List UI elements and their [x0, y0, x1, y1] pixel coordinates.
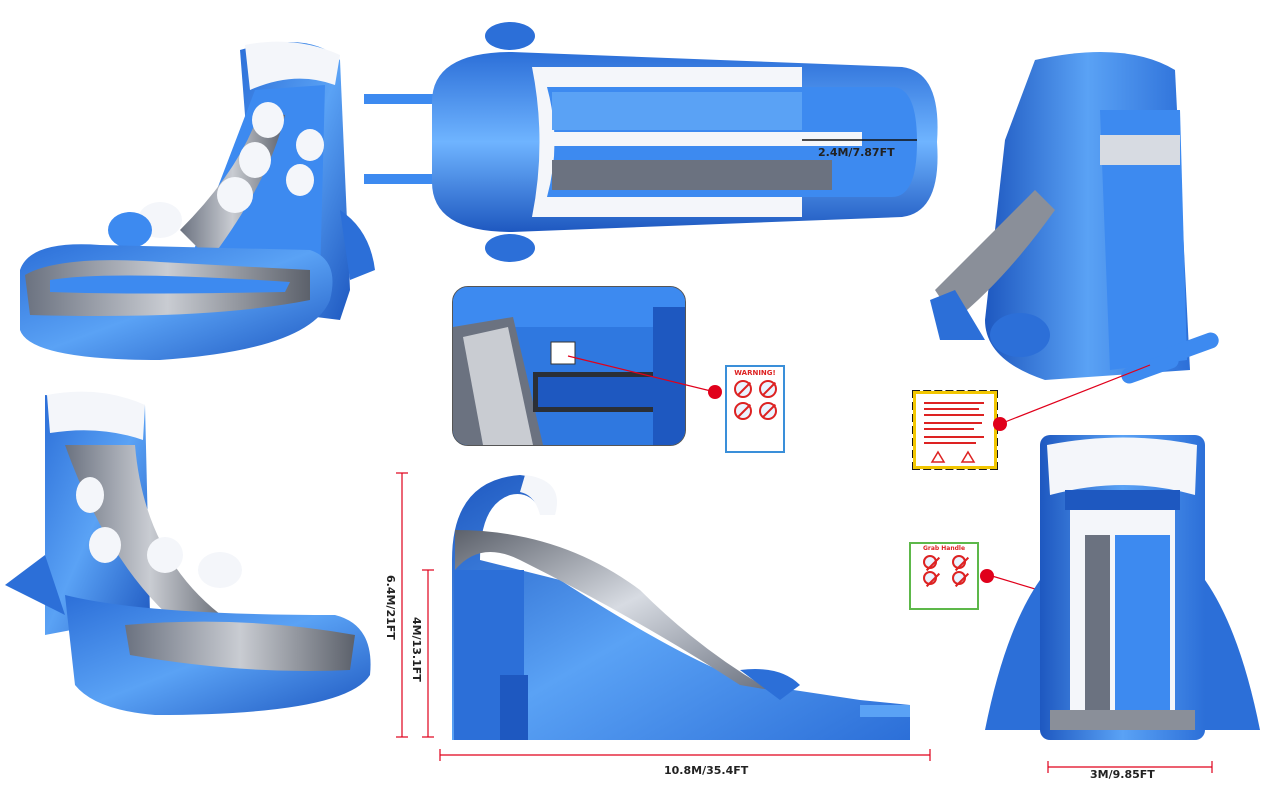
top-width-label: 2.4M/7.87FT [818, 146, 895, 159]
platform-height-label: 4M/13.1FT [410, 617, 423, 682]
slide-side-perspective-view [925, 40, 1270, 400]
slide-top-view [362, 12, 947, 272]
no-climbing-icon [758, 402, 777, 420]
no-flip-icon [733, 380, 752, 398]
slide-side-profile-view [440, 470, 930, 755]
front-width-label: 3M/9.85FT [1090, 768, 1155, 781]
grab-callout-dot [980, 569, 994, 583]
front-width-line [1047, 761, 1213, 773]
slide-front-view [985, 430, 1260, 760]
grab-handle-icon-2 [946, 555, 971, 569]
grab-handle-icon-3 [917, 571, 942, 585]
grab-handle-card: Grab Handle [909, 542, 979, 610]
warning-sign-title: WARNING! [734, 369, 776, 377]
total-height-label: 6.4M/21FT [384, 575, 397, 640]
safety-callout-dot [993, 417, 1007, 431]
no-head-first-icon [733, 402, 752, 420]
no-pushing-icon [758, 380, 777, 398]
grab-handle-icon-1 [917, 555, 942, 569]
safety-callout-line [1004, 364, 1151, 423]
safety-instruction-card [912, 390, 998, 470]
length-label: 10.8M/35.4FT [664, 764, 749, 777]
slide-perspective-view-1 [10, 30, 390, 370]
grab-handle-icon-4 [946, 571, 971, 585]
slide-perspective-view-2 [5, 385, 375, 725]
grab-handle-title: Grab Handle [922, 545, 966, 552]
warning-sign-card: WARNING! [725, 365, 785, 453]
warning-callout-line [567, 355, 716, 393]
interior-detail-inset [452, 286, 686, 446]
dimension-lines [396, 472, 931, 761]
